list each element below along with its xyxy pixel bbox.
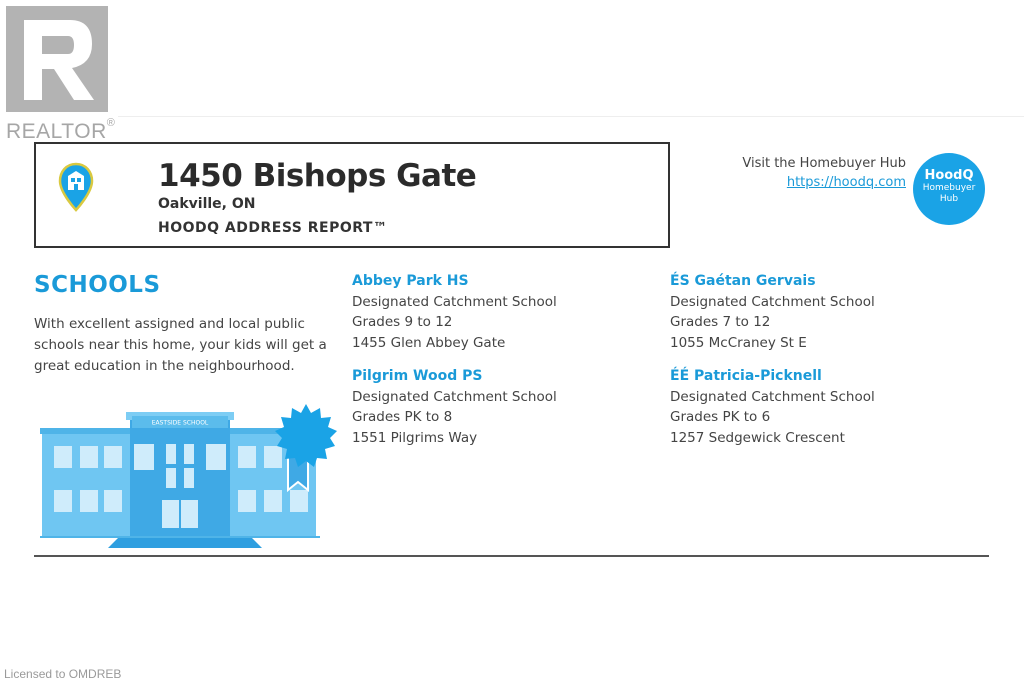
hoodq-badge[interactable]: HoodQ Homebuyer Hub [913, 153, 985, 225]
school-name: ÉÉ Patricia-Picknell [670, 368, 822, 384]
school-type: Designated Catchment School [352, 388, 557, 405]
school-address: 1257 Sedgewick Crescent [670, 429, 845, 446]
school-card: ÉS Gaétan Gervais Designated Catchment S… [670, 271, 875, 353]
school-type: Designated Catchment School [352, 293, 557, 310]
schools-description: With excellent assigned and local public… [34, 316, 327, 374]
school-pin-icon [58, 162, 94, 216]
school-building-illustration: EASTSIDE SCHOOL [40, 404, 340, 554]
school-type: Designated Catchment School [670, 293, 875, 310]
school-type: Designated Catchment School [670, 388, 875, 405]
address-city: Oakville, ON [158, 196, 256, 212]
address-card: 1450 Bishops Gate Oakville, ON HOODQ ADD… [34, 142, 670, 248]
badge-line2: Hub [939, 194, 959, 204]
school-grades: Grades PK to 6 [670, 409, 771, 425]
license-footer: Licensed to OMDREB [4, 667, 122, 681]
school-name: ÉS Gaétan Gervais [670, 273, 816, 289]
school-address: 1455 Glen Abbey Gate [352, 334, 506, 351]
school-card: Abbey Park HS Designated Catchment Schoo… [352, 271, 557, 353]
school-name: Abbey Park HS [352, 273, 469, 289]
homebuyer-hub-text: Visit the Homebuyer Hub https://hoodq.co… [700, 156, 906, 190]
school-grades: Grades 9 to 12 [352, 314, 453, 330]
header-divider [118, 116, 1024, 117]
school-address: 1551 Pilgrims Way [352, 429, 478, 446]
badge-line1: Homebuyer [922, 183, 976, 193]
school-grades: Grades 7 to 12 [670, 314, 771, 330]
hub-link[interactable]: https://hoodq.com [786, 175, 906, 190]
section-divider [34, 555, 989, 557]
hub-label: Visit the Homebuyer Hub [742, 156, 906, 171]
award-ribbon-icon [274, 402, 338, 498]
school-card: Pilgrim Wood PS Designated Catchment Sch… [352, 366, 557, 448]
realtor-logo: REALTOR® [6, 6, 115, 143]
building-sign: EASTSIDE SCHOOL [152, 420, 209, 427]
school-name: Pilgrim Wood PS [352, 368, 483, 384]
school-grades: Grades PK to 8 [352, 409, 453, 425]
realtor-r-icon [6, 6, 108, 112]
realtor-wordmark: REALTOR® [6, 117, 116, 143]
schools-heading: SCHOOLS [34, 272, 161, 298]
school-card: ÉÉ Patricia-Picknell Designated Catchmen… [670, 366, 875, 448]
badge-title: HoodQ [924, 168, 974, 183]
report-label: HOODQ ADDRESS REPORT™ [158, 220, 388, 236]
page-title: 1450 Bishops Gate [158, 158, 477, 194]
school-address: 1055 McCraney St E [670, 334, 807, 351]
